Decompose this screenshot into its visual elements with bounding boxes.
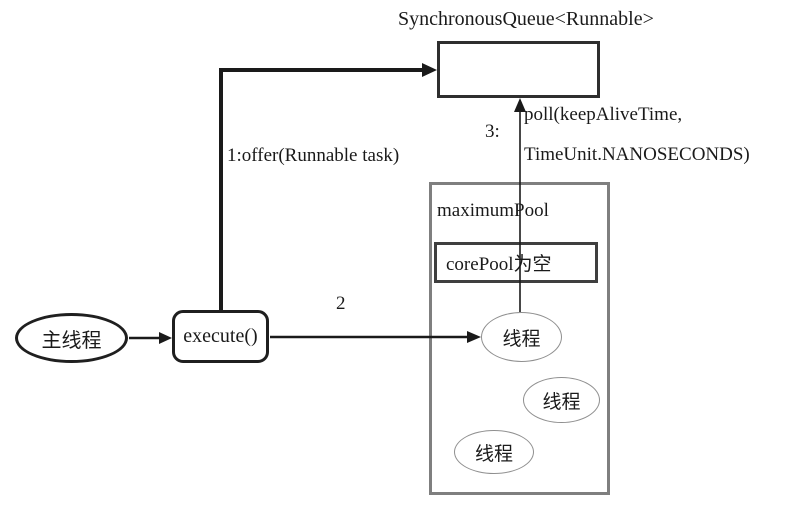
queue-title: SynchronousQueue<Runnable> (398, 8, 654, 30)
offer-arrow (219, 63, 437, 310)
step2-edge-label: 2 (336, 293, 346, 314)
poll-edge-label-line2: TimeUnit.NANOSECONDS) (524, 144, 750, 165)
execute-label: execute() (183, 325, 258, 347)
offer-edge-label: 1:offer(Runnable task) (227, 145, 400, 166)
execute-node: execute() (172, 310, 269, 363)
main-to-execute-arrow (129, 332, 172, 344)
main-thread-label: 主线程 (41, 329, 102, 352)
thread-node-3-label: 线程 (474, 443, 513, 465)
thread-node-2: 线程 (523, 377, 600, 423)
step3-edge-label: 3: (485, 121, 500, 142)
poll-edge-label-line1: poll(keepAliveTime, (524, 104, 683, 125)
core-pool-label: corePool为空 (446, 254, 552, 275)
thread-node-1-label: 线程 (502, 328, 541, 350)
maximum-pool-label: maximumPool (437, 200, 549, 221)
thread-node-3: 线程 (454, 430, 534, 474)
core-pool-box: corePool为空 (434, 242, 598, 283)
main-thread-node: 主线程 (15, 313, 128, 363)
synchronous-queue-box (437, 41, 600, 98)
thread-node-1: 线程 (481, 312, 562, 362)
thread-node-2-label: 线程 (542, 391, 581, 413)
